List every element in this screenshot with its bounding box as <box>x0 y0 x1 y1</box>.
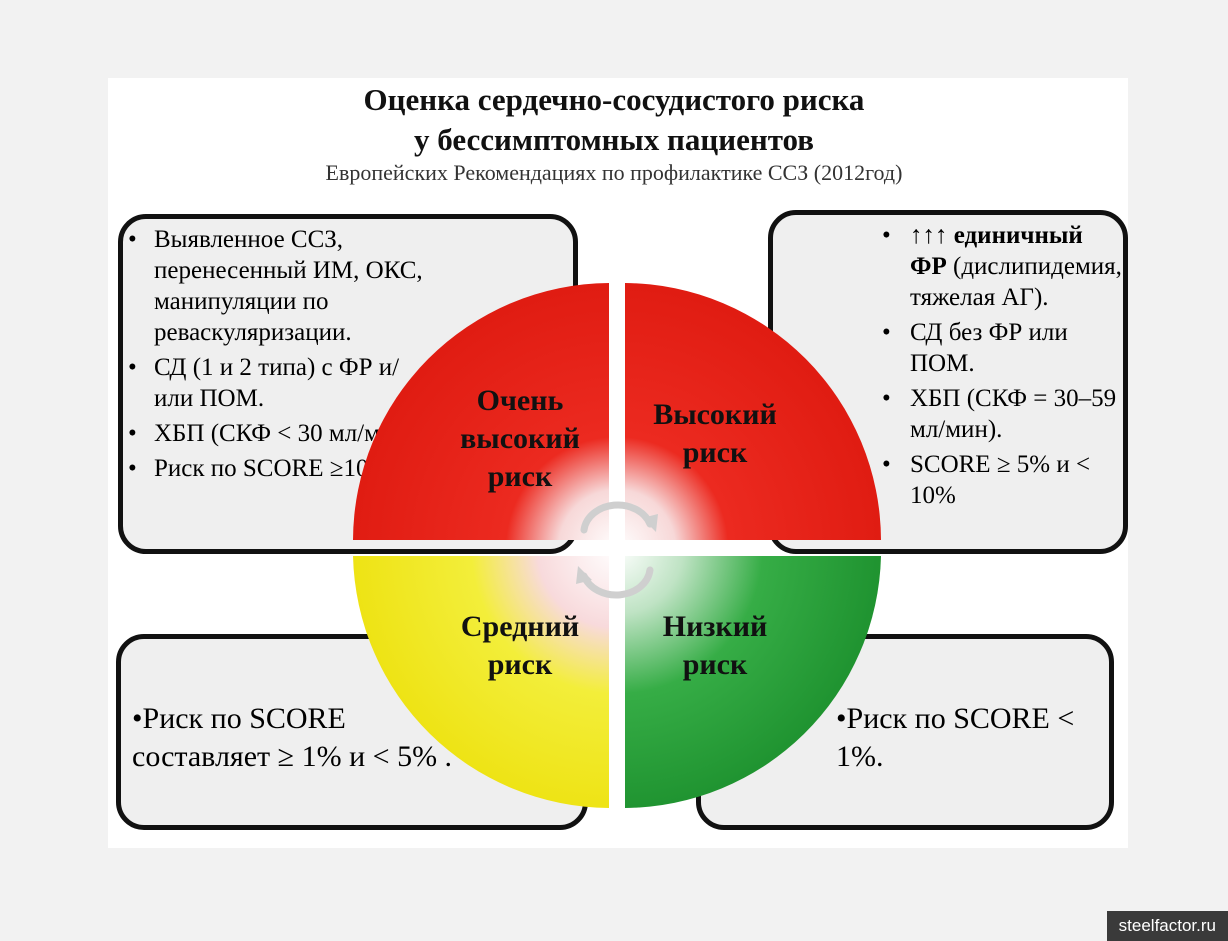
list-item: •СД без ФР или ПОМ. <box>882 319 1068 377</box>
medium-criteria-text: •Риск по SCORE составляет ≥ 1% и < 5% . <box>132 702 453 773</box>
label-high-risk: Высокий риск <box>653 398 777 469</box>
label-medium-risk: Средний риск <box>460 610 580 681</box>
list-item: •Выявленное ССЗ, перенесенный ИМ, ОКС, м… <box>128 226 423 346</box>
list-item: •↑↑↑ единичный ФР (дислипидемия, тяжелая… <box>882 222 1122 311</box>
list-item: •SCORE ≥ 5% и < 10% <box>882 451 1091 509</box>
list-item: •СД (1 и 2 типа) с ФР и/или ПОМ. <box>128 354 400 412</box>
high-criteria-list: •↑↑↑ единичный ФР (дислипидемия, тяжелая… <box>882 220 1122 515</box>
label-low-risk: Низкий риск <box>662 610 768 681</box>
title-line-2: у бессимптомных пациентов <box>414 122 814 157</box>
list-item: •Риск по SCORE ≥10%. <box>128 455 396 482</box>
very-high-criteria-list: •Выявленное ССЗ, перенесенный ИМ, ОКС, м… <box>128 224 428 484</box>
title-line-1: Оценка сердечно-сосудистого риска <box>363 82 865 117</box>
list-item: •ХБП (СКФ = 30–59 мл/мин). <box>882 385 1117 443</box>
label-very-high-risk: Очень высокий риск <box>460 384 580 493</box>
subtitle: Европейских Рекомендациях по профилактик… <box>325 160 903 185</box>
watermark: steelfactor.ru <box>1106 911 1228 941</box>
low-criteria-text: •Риск по SCORE < 1%. <box>836 702 1075 773</box>
list-item: •ХБП (СКФ < 30 мл/мин). <box>128 420 422 447</box>
